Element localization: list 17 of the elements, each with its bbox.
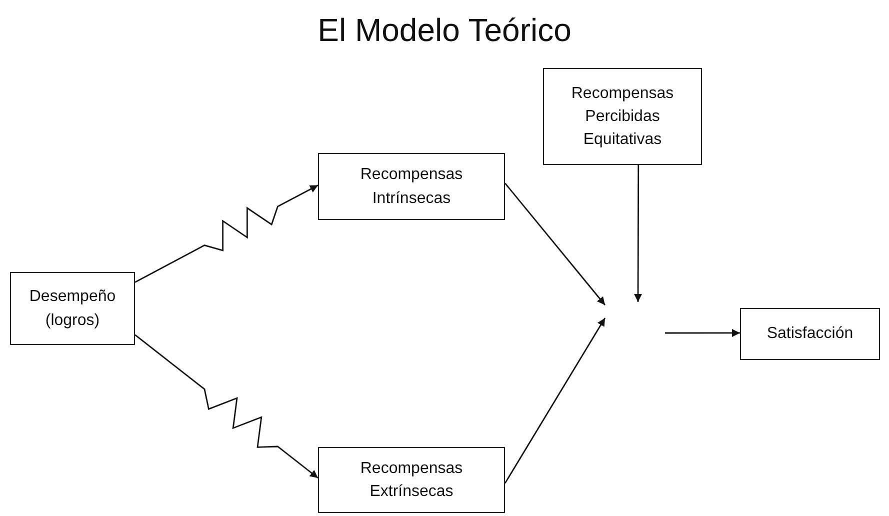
concept-box (318, 447, 505, 513)
arrow (665, 328, 740, 337)
box-label: Recompensas Extrínsecas (359, 458, 464, 502)
concept-box (740, 308, 880, 360)
box-label: Recompensas Percibidas Equitativas (570, 84, 675, 150)
concept-box (10, 272, 135, 345)
arrow (504, 182, 606, 306)
zigzag-arrow (134, 334, 318, 479)
arrow (634, 165, 642, 302)
concept-box (543, 68, 702, 165)
box-label: Recompensas Intrínsecas (359, 165, 464, 208)
box-label: Satisfacción (766, 324, 854, 344)
concept-box (318, 153, 505, 220)
title: El Modelo Teórico (316, 12, 572, 49)
arrow (504, 318, 606, 484)
box-label: Desempeño (logros) (28, 287, 117, 330)
zigzag-arrow (134, 184, 318, 283)
